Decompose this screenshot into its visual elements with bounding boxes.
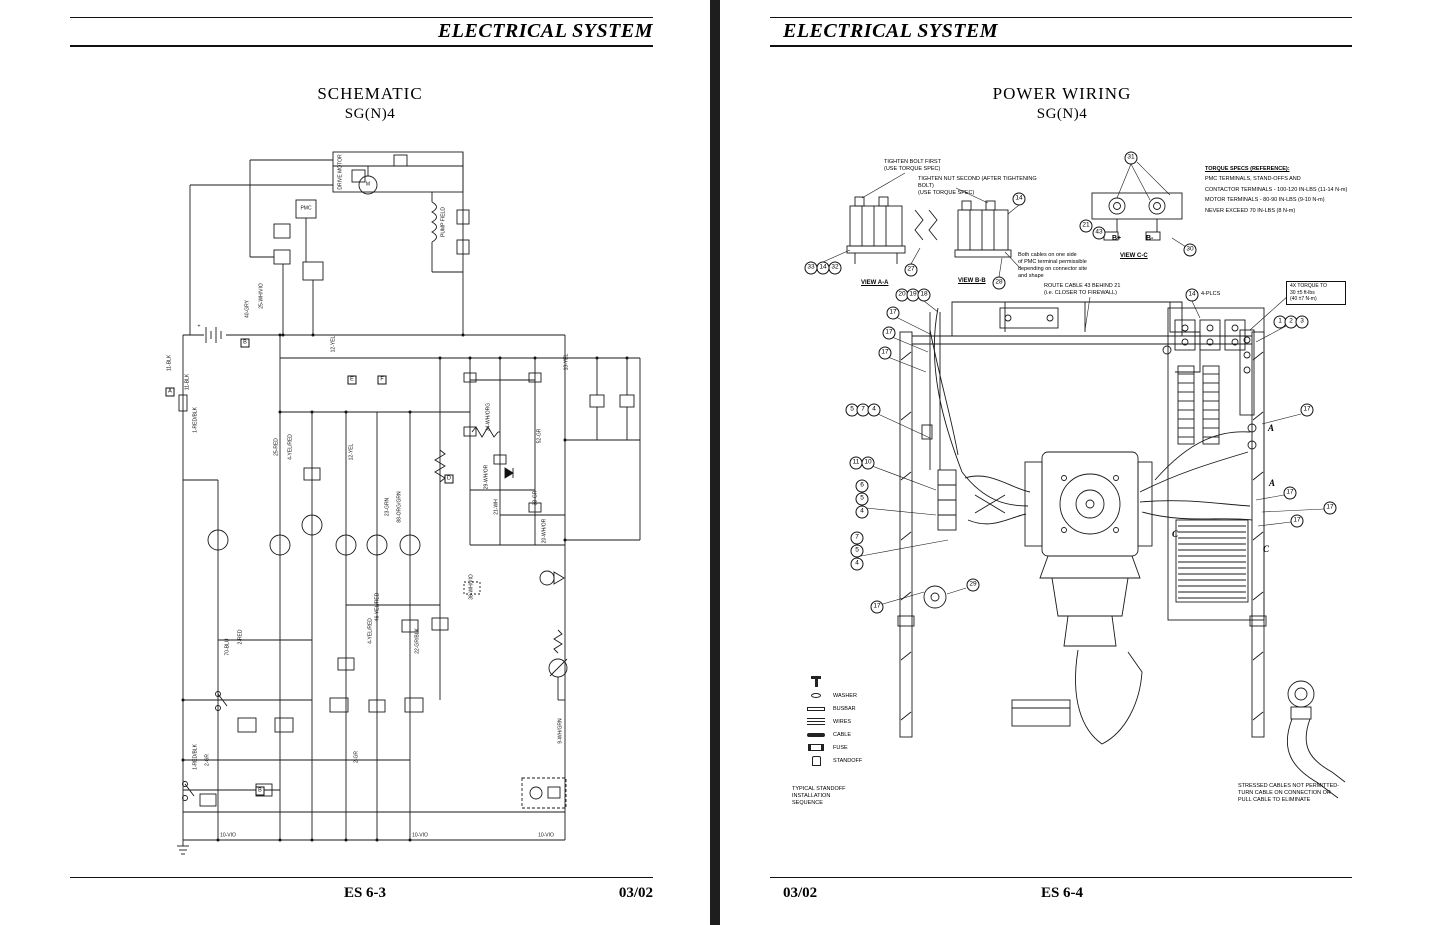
right-footer-rule xyxy=(770,877,1352,878)
legend-row: STANDOFF xyxy=(804,755,862,766)
legend-row: FUSE xyxy=(804,742,862,753)
left-header-top-rule xyxy=(70,17,653,18)
b-minus-label: B- xyxy=(1146,235,1154,242)
right-page-date: 03/02 xyxy=(783,885,818,901)
torque-specs-title: TORQUE SPECS (REFERENCE): xyxy=(1205,166,1290,172)
view-cc-label: VIEW C-C xyxy=(1120,253,1148,259)
note-both-cables: Both cables on one side of PMC terminal … xyxy=(1018,252,1088,280)
view-bb-label: VIEW B-B xyxy=(958,278,986,284)
wires-icon xyxy=(804,718,828,725)
right-page-subtitle: SG(N)4 xyxy=(1036,106,1088,122)
legend-label: CABLE xyxy=(833,731,852,738)
note-torque-4x: 4X TORQUE TO 30 ±5 ft-lbs (40 ±7 N-m) xyxy=(1286,281,1346,305)
b-plus-label: B+ xyxy=(1112,235,1122,242)
left-page-header: ELECTRICAL SYSTEM xyxy=(437,20,653,42)
washer-icon xyxy=(804,693,828,698)
left-page-title: SCHEMATIC xyxy=(317,84,423,103)
power-wiring-diagram xyxy=(822,161,1346,799)
hardware-legend: WASHER BUSBAR WIRES CABLE FUSE STANDOFF xyxy=(804,676,862,766)
left-page-date: 03/02 xyxy=(618,885,653,901)
note-4-plcs: 4-PLCS xyxy=(1201,291,1221,297)
torque-specs-line: MOTOR TERMINALS - 80-90 IN-LBS (9-10 N-m… xyxy=(1205,197,1325,204)
torque-specs-line: PMC TERMINALS, STAND-OFFS AND xyxy=(1205,176,1301,183)
legend-row: CABLE xyxy=(804,729,862,740)
view-aa-label: VIEW A-A xyxy=(861,280,889,286)
note-tighten-nut: TIGHTEN NUT SECOND (AFTER TIGHTENING BOL… xyxy=(918,176,1037,197)
legend-row: WIRES xyxy=(804,716,862,727)
busbar-icon xyxy=(804,706,828,711)
right-page-title: POWER WIRING xyxy=(992,84,1132,103)
left-page-subtitle: SG(N)4 xyxy=(344,106,396,122)
right-page xyxy=(720,0,1434,925)
page-gutter xyxy=(710,0,720,925)
legend-row: BUSBAR xyxy=(804,703,862,714)
right-page-header: ELECTRICAL SYSTEM xyxy=(783,20,999,42)
schematic-diagram xyxy=(177,151,641,855)
right-page-number: ES 6-4 xyxy=(1040,885,1084,901)
note-stressed-cables: STRESSED CABLES NOT PERMITTED- TURN CABL… xyxy=(1238,783,1340,804)
note-typical-standoff: TYPICAL STANDOFF INSTALLATION SEQUENCE xyxy=(792,786,846,807)
legend-label: FUSE xyxy=(833,744,848,751)
left-header-bottom-rule xyxy=(70,45,653,47)
left-page xyxy=(0,0,710,925)
fuse-icon xyxy=(804,744,828,751)
left-footer-rule xyxy=(70,877,653,878)
cable-icon xyxy=(804,732,828,737)
legend-label: WASHER xyxy=(833,692,857,699)
torque-specs-line: CONTACTOR TERMINALS - 100-120 IN-LBS (11… xyxy=(1205,186,1348,193)
left-page-number: ES 6-3 xyxy=(343,885,387,901)
legend-row: WASHER xyxy=(804,690,862,701)
legend-label: WIRES xyxy=(833,718,852,725)
legend-label: STANDOFF xyxy=(833,757,863,764)
torque-specs-block: TORQUE SPECS (REFERENCE): PMC TERMINALS,… xyxy=(1205,164,1357,216)
note-route-cable: ROUTE CABLE 43 BEHIND 21 (i.e. CLOSER TO… xyxy=(1044,283,1121,297)
bolt-icon xyxy=(804,676,828,687)
legend-label: BUSBAR xyxy=(833,705,856,712)
right-header-bottom-rule xyxy=(770,45,1352,47)
torque-specs-line: NEVER EXCEED 70 IN-LBS (8 N-m) xyxy=(1205,207,1296,214)
right-header-top-rule xyxy=(770,17,1352,18)
standoff-icon xyxy=(804,755,828,766)
note-tighten-bolt: TIGHTEN BOLT FIRST (USE TORQUE SPEC) xyxy=(884,159,941,173)
